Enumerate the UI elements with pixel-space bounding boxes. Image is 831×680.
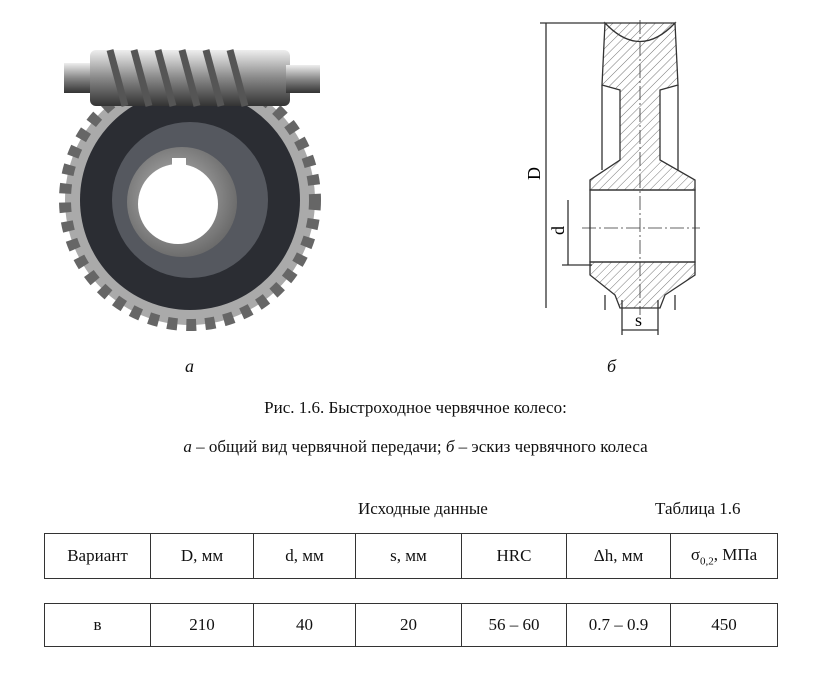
cell-sigma: 450	[670, 603, 778, 647]
table-title: Исходные данные	[358, 499, 488, 518]
figure-caption-legend: а – общий вид червячной передачи; б – эс…	[0, 437, 831, 457]
cell-variant: в	[44, 603, 151, 647]
dimension-label-D: D	[524, 167, 544, 180]
sigma-subscript: 0,2	[699, 555, 714, 568]
caption-a: а	[183, 437, 192, 456]
caption-b-text: – эскиз червячного колеса	[454, 437, 648, 456]
table-row: в 210 40 20 56 – 60 0.7 – 0.9 450	[44, 603, 778, 647]
worm-wheel-sketch: D d s	[524, 20, 700, 335]
dimension-label-d: d	[548, 226, 568, 235]
table-number: Таблица 1.6	[655, 499, 741, 518]
header-d: d, мм	[253, 533, 356, 579]
header-s: s, мм	[355, 533, 462, 579]
table-header: Вариант D, мм d, мм s, мм HRC Δh, мм σ0,…	[44, 533, 778, 579]
dimension-label-s: s	[635, 310, 642, 330]
header-dh: Δh, мм	[566, 533, 671, 579]
cell-s: 20	[355, 603, 462, 647]
header-D: D, мм	[150, 533, 254, 579]
cell-dh: 0.7 – 0.9	[566, 603, 671, 647]
cell-hrc: 56 – 60	[461, 603, 567, 647]
sigma-unit: , МПа	[713, 544, 758, 564]
caption-a-text: – общий вид червячной передачи;	[191, 437, 446, 456]
figure-label-b: б	[607, 356, 617, 376]
header-sigma: σ0,2, МПа	[670, 533, 778, 579]
header-hrc: HRC	[461, 533, 567, 579]
caption-b: б	[445, 437, 455, 456]
cell-d: 40	[253, 603, 356, 647]
table-header-row: Вариант D, мм d, мм s, мм HRC Δh, мм σ0,…	[44, 533, 778, 579]
figure-label-a: а	[185, 356, 194, 376]
sigma-symbol: σ	[690, 544, 700, 564]
data-table: в 210 40 20 56 – 60 0.7 – 0.9 450	[44, 603, 778, 647]
header-variant: Вариант	[44, 533, 151, 579]
figure-caption-title: Рис. 1.6. Быстроходное червячное колесо:	[264, 398, 567, 417]
cell-D: 210	[150, 603, 254, 647]
worm-gear-photo	[59, 49, 321, 331]
